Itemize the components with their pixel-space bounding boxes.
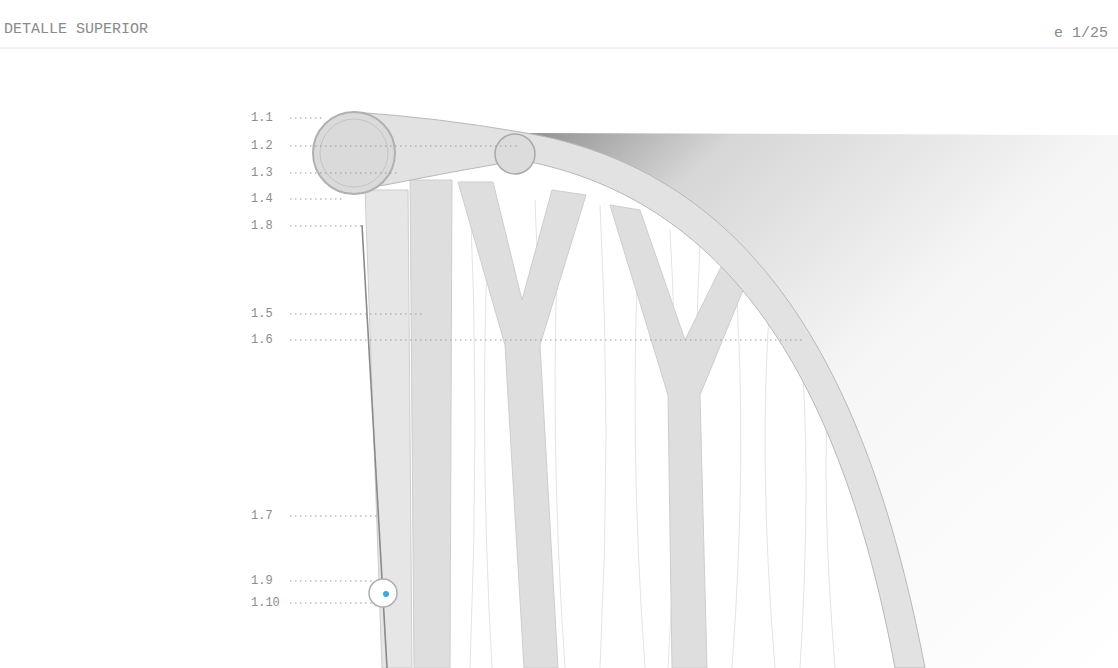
callout-number: 1.8 [250,220,274,232]
sheet-title: DETALLE SUPERIOR [4,22,148,37]
arch-beam [350,112,925,668]
callout-number: 1.4 [250,193,274,205]
scale-label: e 1/25 [1054,26,1108,41]
main-node-circle [313,112,395,194]
callout-number: 1.1 [250,112,274,124]
header-rule [0,48,1118,49]
callout-number: 1.2 [250,140,274,152]
main-node-ring [320,119,388,187]
secondary-node-circle [495,134,535,174]
callout-number: 1.9 [250,575,274,587]
callout-number: 1.3 [250,167,274,179]
anchor-dot [383,591,389,597]
callout-number: 1.7 [250,510,274,522]
callout-number: 1.6 [250,334,274,346]
callout-number: 1.10 [250,597,281,609]
leader-lines [290,118,805,603]
tree-columns [365,180,748,668]
anchor-ring [369,579,397,607]
callout-number: 1.5 [250,308,274,320]
